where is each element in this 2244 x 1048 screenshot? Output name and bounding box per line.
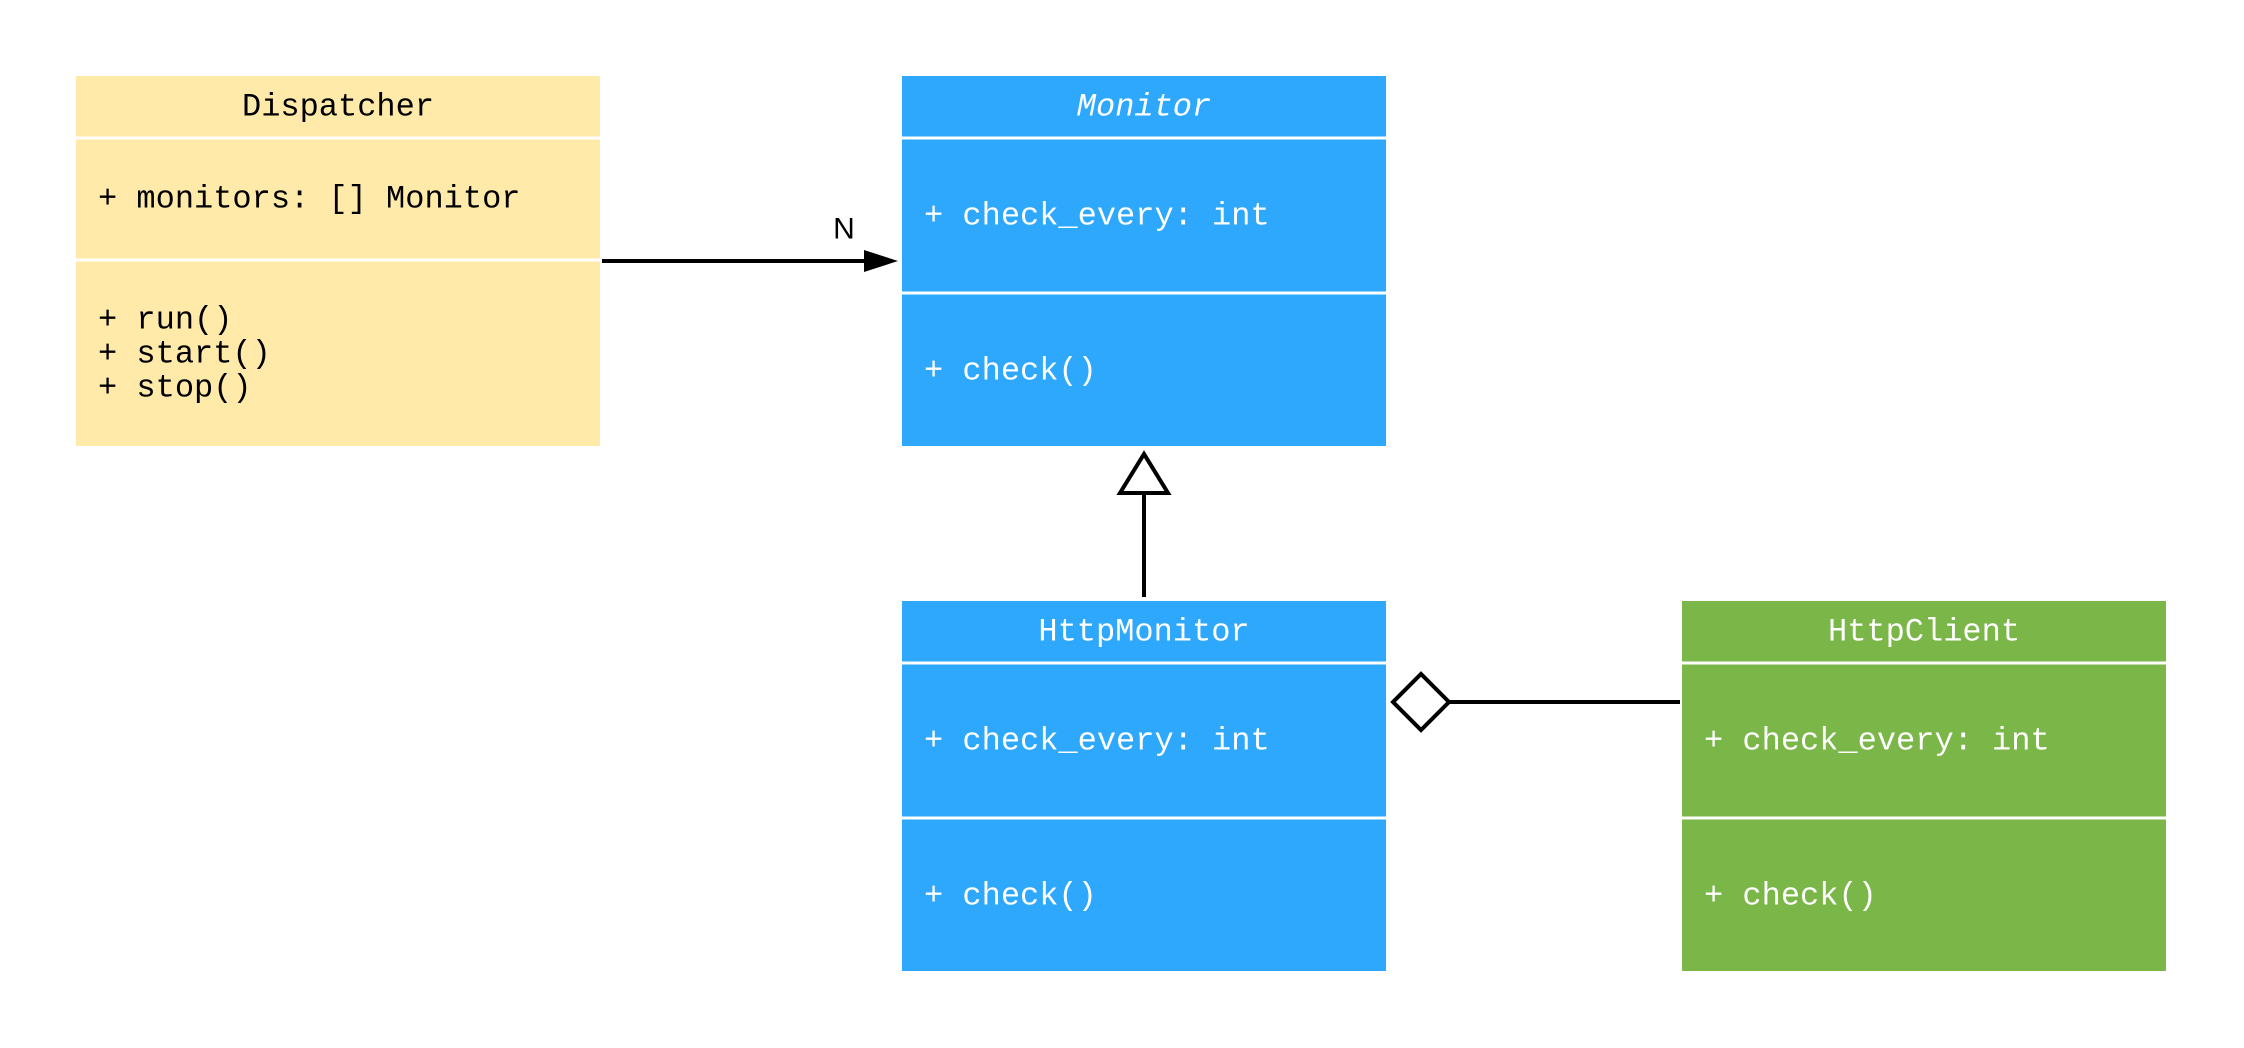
monitor-box [902, 76, 1386, 446]
dispatcher-method: + stop() [98, 370, 252, 407]
dispatcher-title: Dispatcher [242, 89, 434, 126]
http-client-box [1682, 601, 2166, 971]
http-monitor-method: + check() [924, 878, 1097, 915]
class-dispatcher[interactable]: Dispatcher + monitors: [] Monitor + run(… [76, 76, 600, 446]
dispatcher-method: + run() [98, 302, 232, 339]
http-monitor-box [902, 601, 1386, 971]
association-connector[interactable]: N [602, 213, 898, 273]
monitor-title: Monitor [1077, 89, 1211, 126]
class-http-monitor[interactable]: HttpMonitor + check_every: int + check() [902, 601, 1386, 971]
monitor-method: + check() [924, 353, 1097, 390]
dispatcher-method: + start() [98, 336, 271, 373]
inheritance-connector[interactable] [1116, 450, 1172, 597]
association-multiplicity: N [833, 213, 855, 246]
aggregation-diamond [1390, 671, 1452, 733]
association-arrowhead [864, 250, 898, 272]
inheritance-triangle [1116, 450, 1172, 495]
class-http-client[interactable]: HttpClient + check_every: int + check() [1682, 601, 2166, 971]
class-monitor[interactable]: Monitor + check_every: int + check() [902, 76, 1386, 446]
http-client-title: HttpClient [1828, 614, 2020, 651]
http-client-method: + check() [1704, 878, 1877, 915]
http-monitor-attribute: + check_every: int [924, 723, 1270, 760]
dispatcher-attribute: + monitors: [] Monitor [98, 181, 520, 218]
monitor-attribute: + check_every: int [924, 198, 1270, 235]
http-client-attribute: + check_every: int [1704, 723, 2050, 760]
aggregation-connector[interactable] [1390, 671, 1680, 733]
http-monitor-title: HttpMonitor [1038, 614, 1249, 651]
